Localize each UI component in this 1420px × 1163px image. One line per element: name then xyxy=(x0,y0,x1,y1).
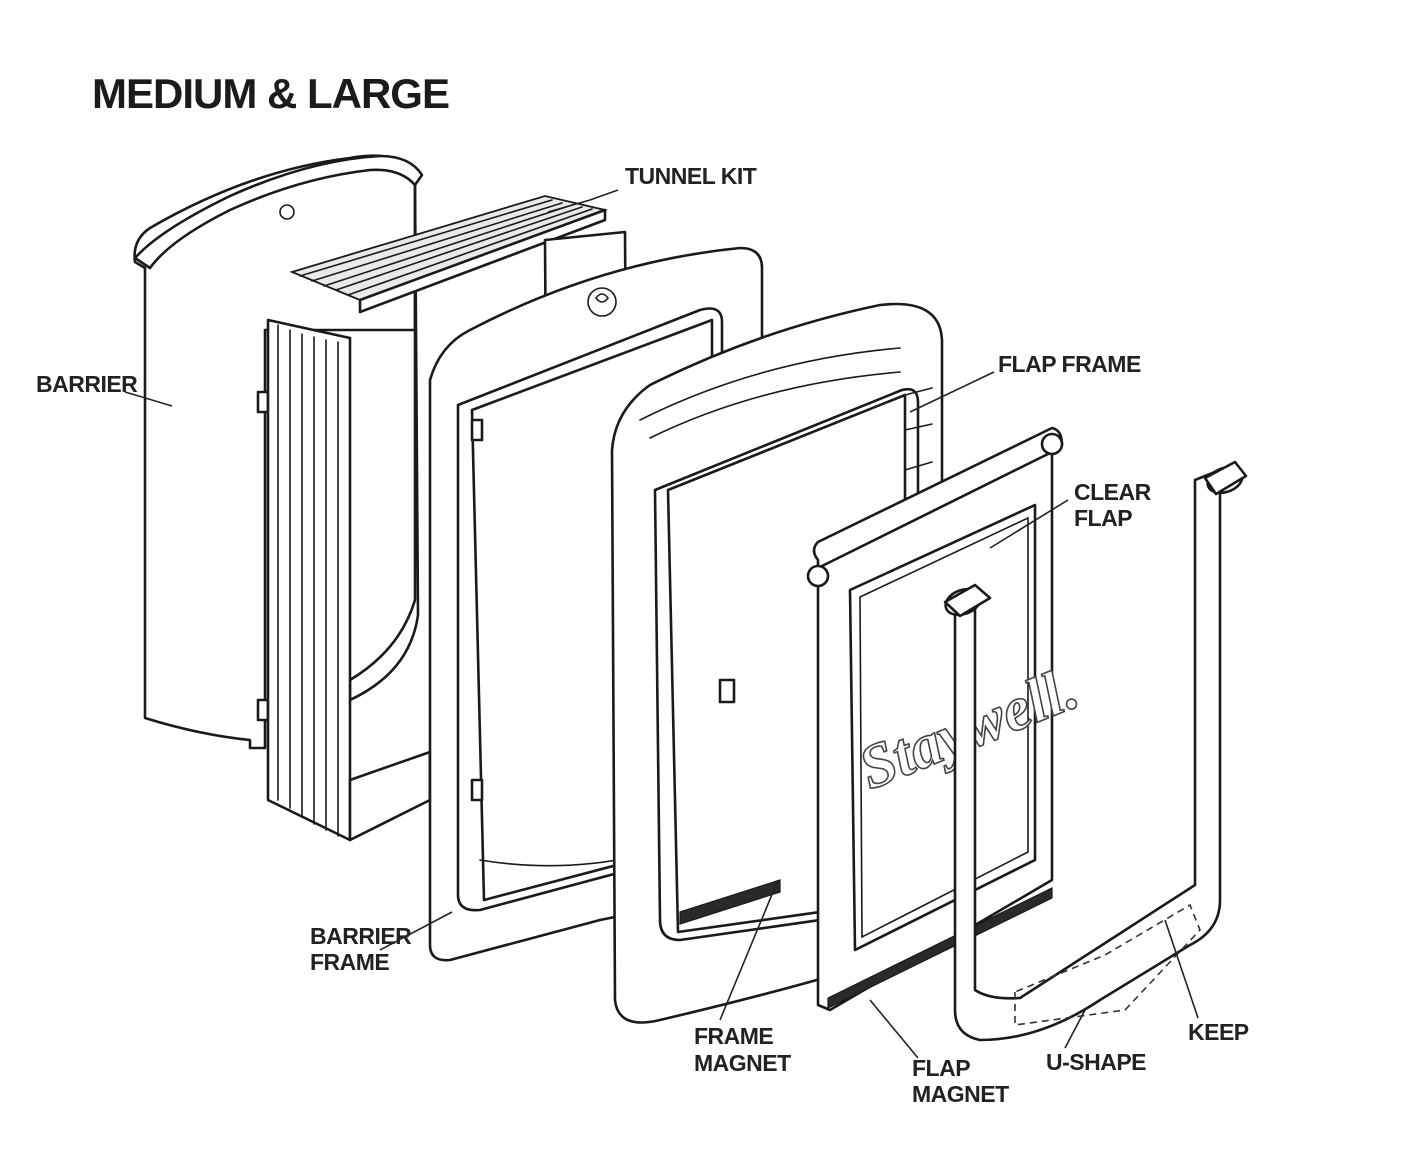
u-shape-part xyxy=(943,460,1248,1042)
label-barrier-frame-line2: FRAME xyxy=(310,949,389,975)
label-u-shape: U-SHAPE xyxy=(1046,1049,1146,1075)
leader-tunnel-kit xyxy=(547,189,619,213)
leader-clear-flap xyxy=(989,499,1069,549)
label-barrier: BARRIER xyxy=(36,371,138,397)
label-frame-magnet-line1: FRAME xyxy=(694,1023,773,1049)
label-tunnel-kit: TUNNEL KIT xyxy=(625,163,757,189)
leader-keep xyxy=(1164,919,1199,1019)
labels: TUNNEL KIT BARRIER FLAP FRAME CLEAR FLAP… xyxy=(36,163,1249,1107)
leader-barrier-frame xyxy=(379,911,453,951)
label-barrier-frame-line1: BARRIER xyxy=(310,923,412,949)
label-keep: KEEP xyxy=(1188,1019,1249,1045)
leader-lines xyxy=(124,189,1199,1059)
label-flap-frame: FLAP FRAME xyxy=(998,351,1141,377)
label-flap-magnet-line1: FLAP xyxy=(912,1055,970,1081)
clear-flap-part: Staywell. xyxy=(806,426,1088,1012)
label-frame-magnet-line2: MAGNET xyxy=(694,1050,791,1076)
leader-u-shape xyxy=(1064,1009,1086,1049)
leader-flap-magnet xyxy=(869,999,919,1059)
leader-barrier xyxy=(124,391,173,407)
label-clear-flap-line1: CLEAR xyxy=(1074,479,1152,505)
label-flap-magnet-line2: MAGNET xyxy=(912,1081,1009,1107)
diagram-title: MEDIUM & LARGE xyxy=(92,70,449,117)
leader-flap-frame xyxy=(909,371,995,413)
label-clear-flap-line2: FLAP xyxy=(1074,505,1132,531)
leader-frame-magnet xyxy=(719,879,779,1021)
